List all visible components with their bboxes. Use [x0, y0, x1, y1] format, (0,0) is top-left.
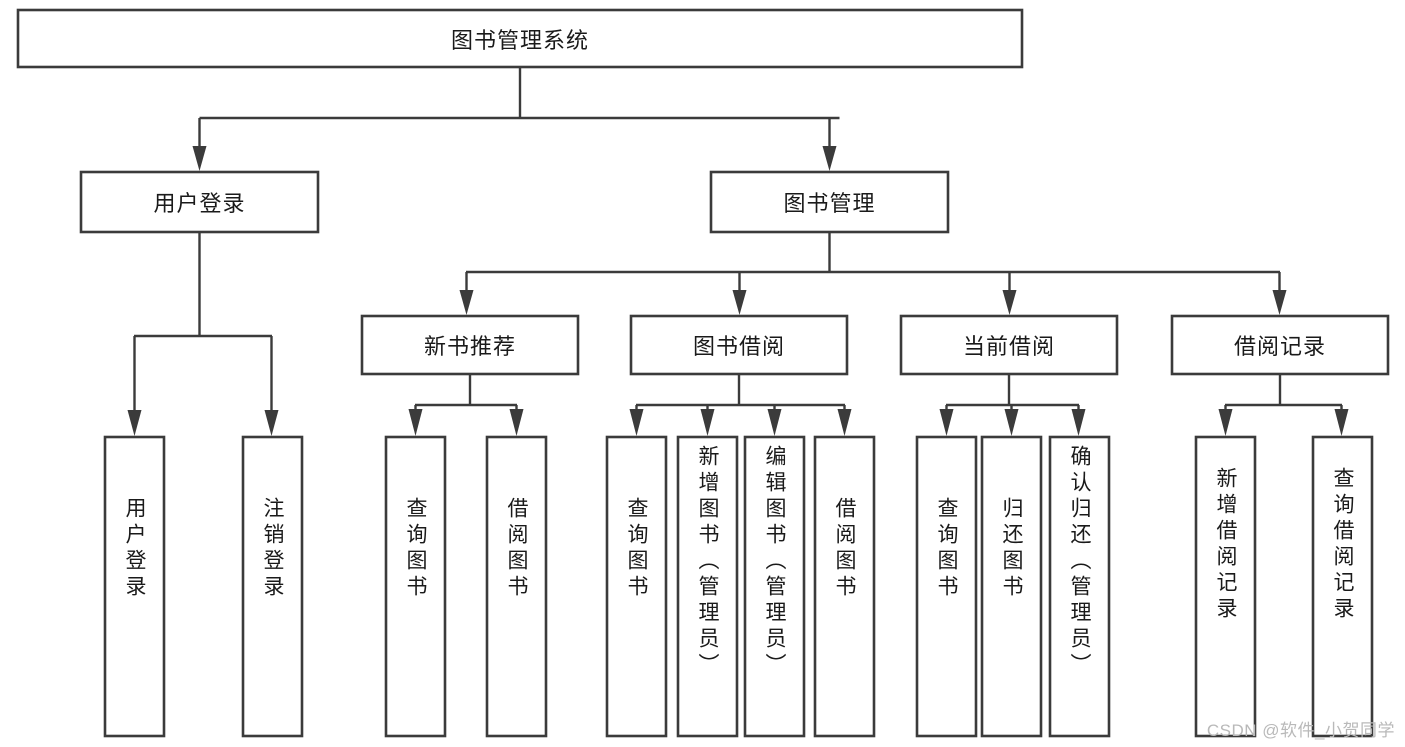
node-box-user-login[interactable] [79, 170, 320, 234]
node-box-leaf-edit-book-admin[interactable] [743, 435, 806, 738]
node-box-leaf-query-book-current[interactable] [915, 435, 978, 738]
node-box-new-book-recommend[interactable] [360, 314, 580, 376]
node-box-leaf-confirm-return-admin[interactable] [1048, 435, 1111, 738]
connector-currentborrow-to-leaves [939, 374, 1086, 436]
node-box-leaf-borrow-book-recommend[interactable] [485, 435, 548, 738]
node-box-leaf-user-login[interactable] [103, 435, 166, 738]
connector-userlogin-to-leaves [127, 232, 279, 436]
node-box-leaf-query-borrow-record[interactable] [1311, 435, 1374, 738]
node-box-leaf-logout[interactable] [241, 435, 304, 738]
node-box-leaf-query-book-borrow[interactable] [605, 435, 668, 738]
connector-bookmgmt-to-level3 [459, 232, 1287, 315]
node-box-leaf-add-borrow-record[interactable] [1194, 435, 1257, 738]
connector-root-to-level2 [192, 67, 840, 171]
connector-bookborrow-to-leaves [629, 374, 852, 436]
node-box-book-management[interactable] [709, 170, 950, 234]
node-box-book-borrow[interactable] [629, 314, 849, 376]
node-box-leaf-add-book-admin[interactable] [676, 435, 739, 738]
node-box-current-borrow[interactable] [899, 314, 1119, 376]
connector-recommend-to-leaves [408, 374, 524, 436]
node-box-leaf-query-book-recommend[interactable] [384, 435, 447, 738]
node-box-borrow-record[interactable] [1170, 314, 1390, 376]
connector-borrowrecord-to-leaves [1218, 374, 1349, 436]
node-box-leaf-borrow-book[interactable] [813, 435, 876, 738]
node-box-leaf-return-book[interactable] [980, 435, 1043, 738]
node-box-root[interactable] [16, 8, 1024, 69]
